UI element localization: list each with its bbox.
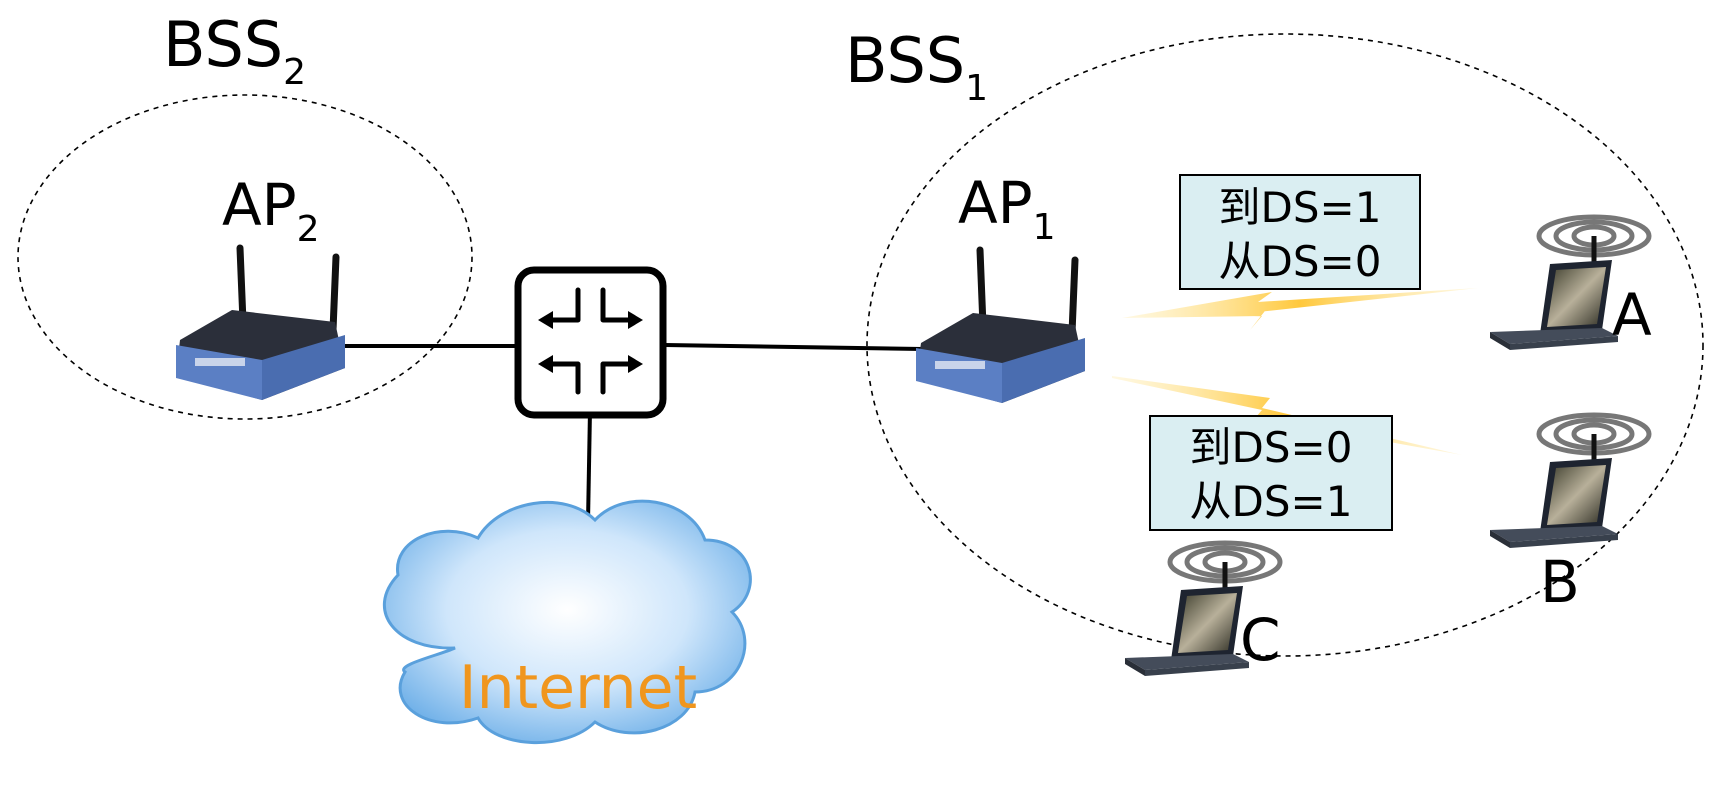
internet-cloud-icon — [382, 499, 752, 745]
frame-box-bottom — [1149, 415, 1393, 531]
bss1-boundary — [866, 33, 1704, 657]
laptop-c-icon — [1125, 540, 1283, 676]
ap1-router-icon — [916, 246, 1085, 403]
wireless-link-ap1-to-a — [1122, 288, 1478, 330]
laptop-b-icon — [1490, 412, 1652, 548]
laptop-a-icon — [1490, 214, 1652, 350]
frame-box-top — [1179, 174, 1421, 290]
frame-box-top-line2: 从DS=0 — [1219, 237, 1382, 286]
bss1-label: BSS1 — [845, 24, 988, 109]
ap1-label: AP1 — [958, 169, 1056, 248]
internet-label: Internet — [459, 653, 697, 723]
host-b-label: B — [1540, 548, 1580, 616]
wire-switch-ap1 — [664, 343, 923, 351]
switch-icon — [514, 266, 667, 419]
frame-box-bottom-line2: 从DS=1 — [1190, 477, 1353, 526]
bss2-label: BSS2 — [163, 8, 306, 93]
ap2-router-icon — [176, 244, 345, 400]
host-c-label: C — [1240, 606, 1281, 674]
frame-box-top-line1: 到DS=1 — [1219, 183, 1382, 232]
frame-box-bottom-line1: 到DS=0 — [1190, 423, 1353, 472]
host-a-label: A — [1612, 281, 1652, 349]
ap2-label: AP2 — [222, 171, 320, 250]
bss2-boundary — [17, 94, 473, 420]
